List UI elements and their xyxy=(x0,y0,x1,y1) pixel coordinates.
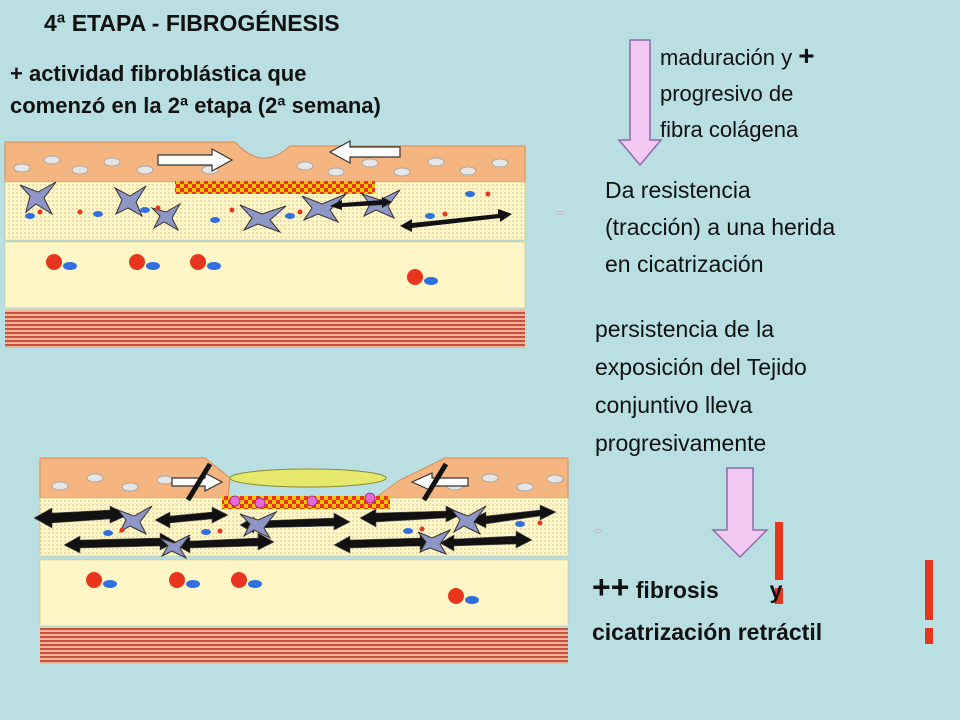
double-plus-symbol: ++ xyxy=(592,569,630,605)
top-reticular-dermis xyxy=(4,241,526,309)
note-resistance: Da resistencia (tracción) a una herida e… xyxy=(605,172,945,283)
top-fibroblast-icons xyxy=(19,181,401,234)
note-collagen-line-2: progresivo de xyxy=(660,81,794,106)
note-fibrosis: ++ fibrosis y cicatrización retráctil xyxy=(592,566,932,653)
pink-mark xyxy=(556,211,564,215)
note-persistence-line-3: conjuntivo lleva xyxy=(595,392,753,418)
bottom-scab xyxy=(229,468,387,488)
note-collagen-line-3: fibra colágena xyxy=(660,117,799,142)
top-blood-cells xyxy=(46,254,438,285)
note-persistence-line-2: exposición del Tejido xyxy=(595,354,807,380)
plus-symbol: + xyxy=(798,40,815,71)
bottom-fibroblast-icons xyxy=(116,505,487,560)
bottom-tension-arrows xyxy=(33,504,557,554)
bottom-small-cells xyxy=(103,520,543,536)
note-persistence-line-4: progresivamente xyxy=(595,430,767,456)
note-fibrosis-line-2: cicatrización retráctil xyxy=(592,619,823,645)
top-collagen-band xyxy=(175,181,375,194)
fibrosis-word: fibrosis xyxy=(635,577,719,603)
bottom-arrow-right-icon xyxy=(171,462,224,502)
top-small-cells xyxy=(25,191,491,223)
note-resistance-line-3: en cicatrización xyxy=(605,251,764,277)
note-resistance-line-2: (tracción) a una herida xyxy=(605,214,836,240)
alert-exclamation-2-icon xyxy=(925,560,933,644)
top-epidermis xyxy=(4,141,526,183)
note-collagen-line-1: maduración y + xyxy=(660,38,910,76)
subtitle-line-1: + actividad fibroblástica que xyxy=(10,61,307,86)
bottom-muscle-layer xyxy=(40,628,568,664)
bottom-tissue-diagram xyxy=(33,457,569,664)
pink-down-arrow-1-icon xyxy=(617,39,663,167)
top-muscle-layer xyxy=(5,310,525,348)
top-arrow-left-icon xyxy=(328,139,401,165)
pink-down-arrow-2-icon xyxy=(711,467,769,559)
bottom-reticular-dermis xyxy=(39,559,569,627)
top-tension-arrows xyxy=(330,197,512,232)
note-collagen: maduración y + progresivo de fibra colág… xyxy=(660,38,910,148)
and-word: y xyxy=(769,577,783,603)
note-resistance-line-1: Da resistencia xyxy=(605,177,751,203)
note-persistence-line-1: persistencia de la xyxy=(595,316,774,342)
subtitle-line-2: comenzó en la 2ª etapa (2ª semana) xyxy=(10,93,381,118)
top-arrow-right-icon xyxy=(157,147,234,173)
note-collagen-text: maduración y xyxy=(660,45,793,70)
bottom-starburst-icons xyxy=(229,492,376,509)
subtitle: + actividad fibroblástica que comenzó en… xyxy=(10,58,570,122)
top-tissue-diagram xyxy=(4,139,526,348)
note-fibrosis-line-1: ++ fibrosis y xyxy=(592,566,932,611)
alert-exclamation-1-icon xyxy=(775,522,783,604)
bottom-blood-cells xyxy=(86,572,479,604)
page-title: 4ª ETAPA - FIBROGÉNESIS xyxy=(44,10,340,36)
note-persistence: persistencia de la exposición del Tejido… xyxy=(595,310,935,462)
bottom-arrow-left-icon xyxy=(410,462,469,502)
pink-mark xyxy=(594,529,602,533)
